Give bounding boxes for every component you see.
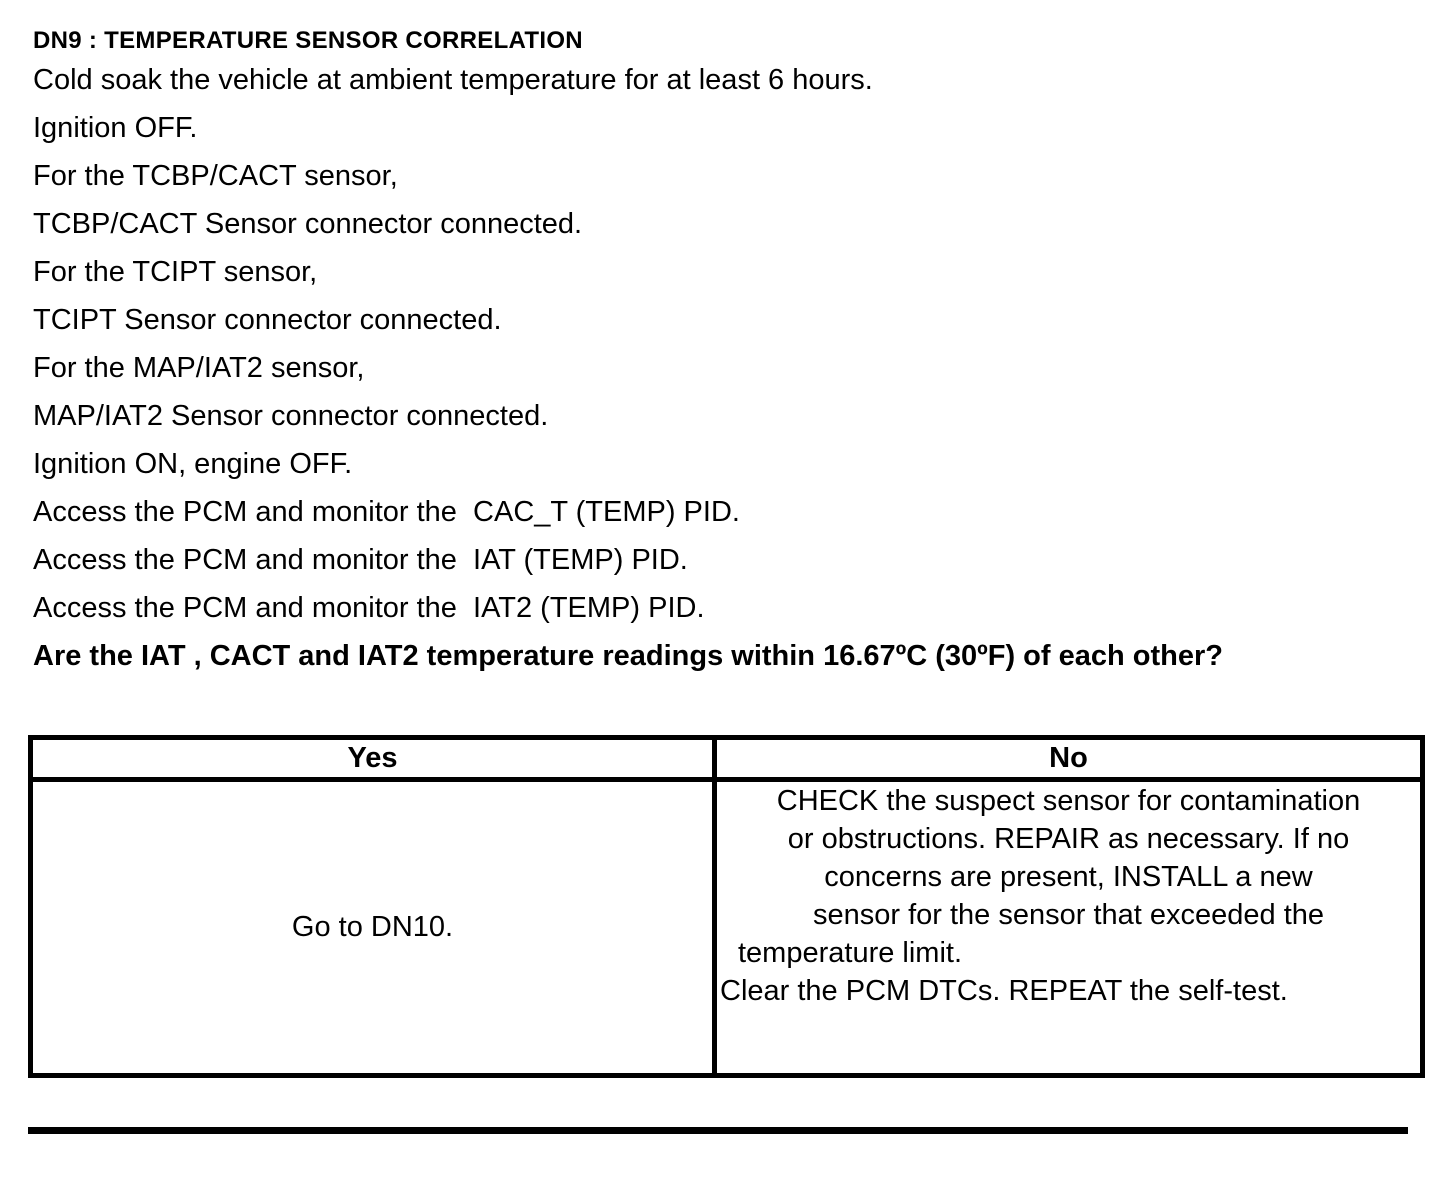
- procedure-step: Ignition OFF.: [33, 112, 198, 144]
- yes-column-header: Yes: [28, 735, 717, 782]
- no-action-line: concerns are present, INSTALL a new: [824, 861, 1313, 893]
- procedure-step: MAP/IAT2 Sensor connector connected.: [33, 400, 549, 432]
- procedure-step: For the TCBP/CACT sensor,: [33, 160, 398, 192]
- procedure-step: For the TCIPT sensor,: [33, 256, 318, 288]
- procedure-step: Access the PCM and monitor the IAT (TEMP…: [33, 544, 688, 576]
- procedure-step: TCIPT Sensor connector connected.: [33, 304, 502, 336]
- no-column-header: No: [712, 735, 1425, 782]
- decision-table: Yes No Go to DN10. CHECK the suspect sen…: [28, 735, 1425, 1078]
- decision-table-body-row: Go to DN10. CHECK the suspect sensor for…: [28, 777, 1425, 1078]
- no-action-cell: CHECK the suspect sensor for contaminati…: [712, 777, 1425, 1078]
- no-action-line: or obstructions. REPAIR as necessary. If…: [787, 823, 1350, 855]
- procedure-step: Access the PCM and monitor the IAT2 (TEM…: [33, 592, 705, 624]
- no-action-line: Clear the PCM DTCs. REPEAT the self-test…: [720, 975, 1288, 1007]
- no-action-line: sensor for the sensor that exceeded the: [812, 899, 1325, 931]
- page-title: DN9 : TEMPERATURE SENSOR CORRELATION: [33, 27, 583, 54]
- decision-table-header-row: Yes No: [28, 735, 1425, 782]
- procedure-step: TCBP/CACT Sensor connector connected.: [33, 208, 583, 240]
- procedure-step: Access the PCM and monitor the CAC_T (TE…: [33, 496, 740, 528]
- procedure-steps: Cold soak the vehicle at ambient tempera…: [33, 56, 1456, 632]
- yes-action-cell: Go to DN10.: [28, 777, 717, 1078]
- decision-question: Are the IAT , CACT and IAT2 temperature …: [33, 640, 1223, 672]
- document-page: DN9 : TEMPERATURE SENSOR CORRELATION Col…: [0, 26, 1456, 1134]
- no-action-line: temperature limit.: [738, 937, 963, 969]
- no-action-line: CHECK the suspect sensor for contaminati…: [776, 785, 1361, 817]
- yes-action-text: Go to DN10.: [291, 911, 454, 943]
- procedure-step: Cold soak the vehicle at ambient tempera…: [33, 64, 873, 96]
- procedure-step: Ignition ON, engine OFF.: [33, 448, 353, 480]
- bottom-rule: [28, 1127, 1408, 1134]
- procedure-step: For the MAP/IAT2 sensor,: [33, 352, 365, 384]
